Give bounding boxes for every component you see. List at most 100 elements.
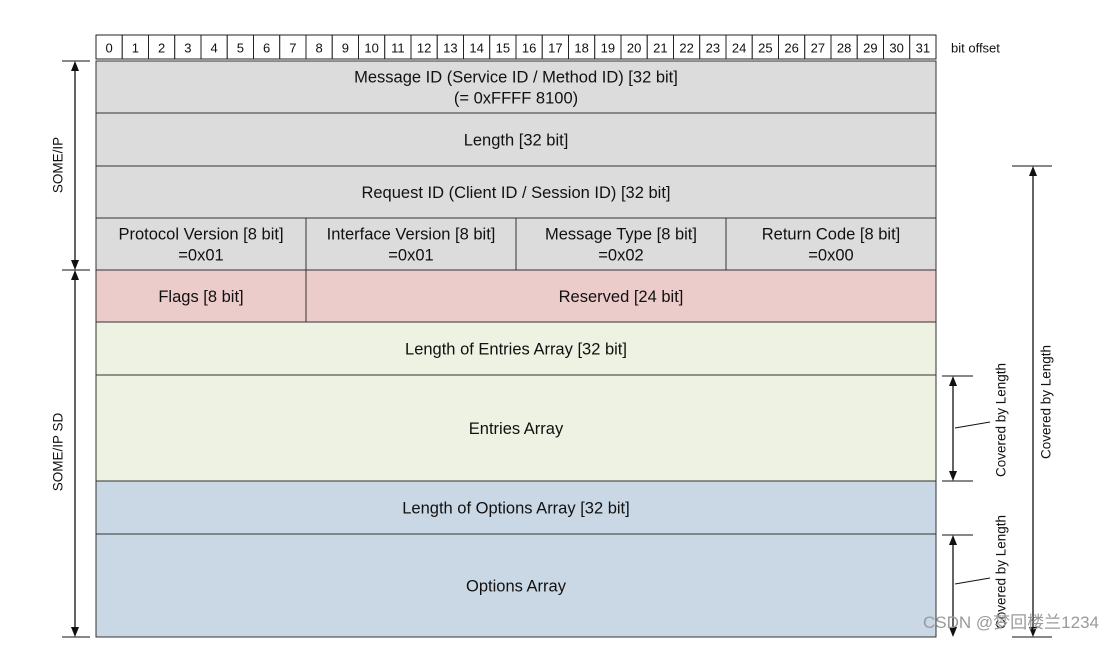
- bit-offset-number: 26: [784, 41, 798, 56]
- covered-by-length-entries-bracket: [949, 376, 957, 481]
- bit-offset-cell: [778, 34, 806, 60]
- message-id-field: [95, 60, 937, 114]
- bit-offset-number: 19: [601, 41, 615, 56]
- bracket-arrowhead: [71, 61, 79, 71]
- length-options-field: [95, 480, 937, 535]
- header-fields-field: [515, 217, 727, 271]
- bit-offset-number: 24: [732, 41, 746, 56]
- bit-offset-number: 4: [211, 41, 218, 56]
- message-id-label: Message ID (Service ID / Method ID) [32 …: [354, 69, 678, 87]
- bit-offset-number: 30: [889, 41, 903, 56]
- bit-offset-number: 20: [627, 41, 641, 56]
- bit-offset-cell: [646, 34, 674, 60]
- bit-offset-number: 13: [443, 41, 457, 56]
- bit-offset-cell: [883, 34, 911, 60]
- bit-offset-cell: [620, 34, 648, 60]
- bit-offset-cell: [594, 34, 622, 60]
- header-fields-label: Return Code [8 bit]: [762, 226, 901, 244]
- bracket-arrowhead: [71, 627, 79, 637]
- length-options-label: Length of Options Array [32 bit]: [402, 500, 629, 518]
- bit-offset-number: 6: [263, 41, 270, 56]
- bit-offset-cell: [331, 34, 359, 60]
- bit-offset-cell: [121, 34, 149, 60]
- bit-offset-label: bit offset: [951, 41, 1000, 56]
- flags-reserved-field: [95, 269, 307, 323]
- header-fields-label: =0x02: [598, 247, 643, 265]
- header-fields-label: Interface Version [8 bit]: [327, 226, 496, 244]
- flags-reserved-label: Reserved [24 bit]: [559, 288, 684, 306]
- options-array-field: [95, 533, 937, 638]
- covered-by-length-all-label: Covered by Length: [1039, 345, 1054, 459]
- entries-array-field: [95, 374, 937, 482]
- bit-offset-number: 1: [132, 41, 139, 56]
- bit-offset-number: 14: [469, 41, 483, 56]
- request-id-label: Request ID (Client ID / Session ID) [32 …: [361, 184, 670, 202]
- bracket-arrowhead: [949, 376, 957, 386]
- bracket-arrowhead: [1029, 166, 1037, 176]
- header-fields-label: =0x00: [808, 247, 853, 265]
- header-fields-label: =0x01: [388, 247, 433, 265]
- bit-offset-cell: [673, 34, 701, 60]
- bracket-arrowhead: [949, 535, 957, 545]
- bit-offset-number: 23: [706, 41, 720, 56]
- header-fields-label: Protocol Version [8 bit]: [118, 226, 283, 244]
- bit-offset-number: 29: [863, 41, 877, 56]
- bit-offset-number: 25: [758, 41, 772, 56]
- bit-offset-cell: [200, 34, 228, 60]
- bit-offset-cell: [515, 34, 543, 60]
- someip-sd-bracket: [71, 270, 79, 637]
- bracket-arrowhead: [71, 260, 79, 270]
- bit-offset-cell: [279, 34, 307, 60]
- bracket-leader: [954, 577, 991, 585]
- bit-offset-number: 10: [364, 41, 378, 56]
- bit-offset-number: 5: [237, 41, 244, 56]
- header-fields-field: [725, 217, 937, 271]
- length-entries-field: [95, 321, 937, 376]
- bit-offset-cell: [410, 34, 438, 60]
- bit-offset-number: 0: [106, 41, 113, 56]
- bit-offset-number: 27: [811, 41, 825, 56]
- bit-offset-cell: [909, 34, 937, 60]
- bit-offset-number: 17: [548, 41, 562, 56]
- bit-offset-cell: [725, 34, 753, 60]
- bit-offset-cell: [804, 34, 832, 60]
- message-id-label: (= 0xFFFF 8100): [454, 90, 578, 108]
- watermark: CSDN @梦回楼兰1234: [923, 613, 1099, 632]
- bit-offset-number: 9: [342, 41, 349, 56]
- bit-offset-number: 18: [574, 41, 588, 56]
- length-label: Length [32 bit]: [464, 132, 569, 150]
- covered-by-length-options-bracket: [949, 535, 957, 637]
- bit-offset-cell: [568, 34, 596, 60]
- bit-offset-cell: [489, 34, 517, 60]
- request-id-field: [95, 165, 937, 219]
- bit-offset-number: 11: [391, 41, 405, 56]
- flags-reserved-label: Flags [8 bit]: [158, 288, 243, 306]
- covered-by-length-options-label: Covered by Length: [994, 515, 1009, 629]
- bracket-arrowhead: [949, 627, 957, 637]
- bit-offset-number: 21: [653, 41, 667, 56]
- header-fields-field: [305, 217, 517, 271]
- bit-offset-cell: [148, 34, 176, 60]
- options-array-label: Options Array: [466, 578, 567, 596]
- bit-offset-number: 22: [679, 41, 693, 56]
- header-fields-field: [95, 217, 307, 271]
- bit-offset-number: 15: [496, 41, 510, 56]
- bit-offset-number: 12: [417, 41, 431, 56]
- length-entries-label: Length of Entries Array [32 bit]: [405, 341, 627, 359]
- bit-offset-number: 28: [837, 41, 851, 56]
- bit-offset-number: 16: [522, 41, 536, 56]
- someip-side-label: SOME/IP: [51, 137, 66, 193]
- bit-offset-number: 2: [158, 41, 165, 56]
- bit-offset-number: 8: [316, 41, 323, 56]
- entries-array-label: Entries Array: [469, 420, 564, 438]
- bracket-arrowhead: [1029, 627, 1037, 637]
- covered-by-length-entries-label: Covered by Length: [994, 363, 1009, 477]
- bracket-leader: [954, 421, 991, 429]
- bit-offset-cell: [436, 34, 464, 60]
- bracket-arrowhead: [71, 270, 79, 280]
- bit-offset-cell: [226, 34, 254, 60]
- bit-offset-number: 31: [916, 41, 930, 56]
- bit-offset-number: 7: [289, 41, 296, 56]
- bit-offset-cell: [384, 34, 412, 60]
